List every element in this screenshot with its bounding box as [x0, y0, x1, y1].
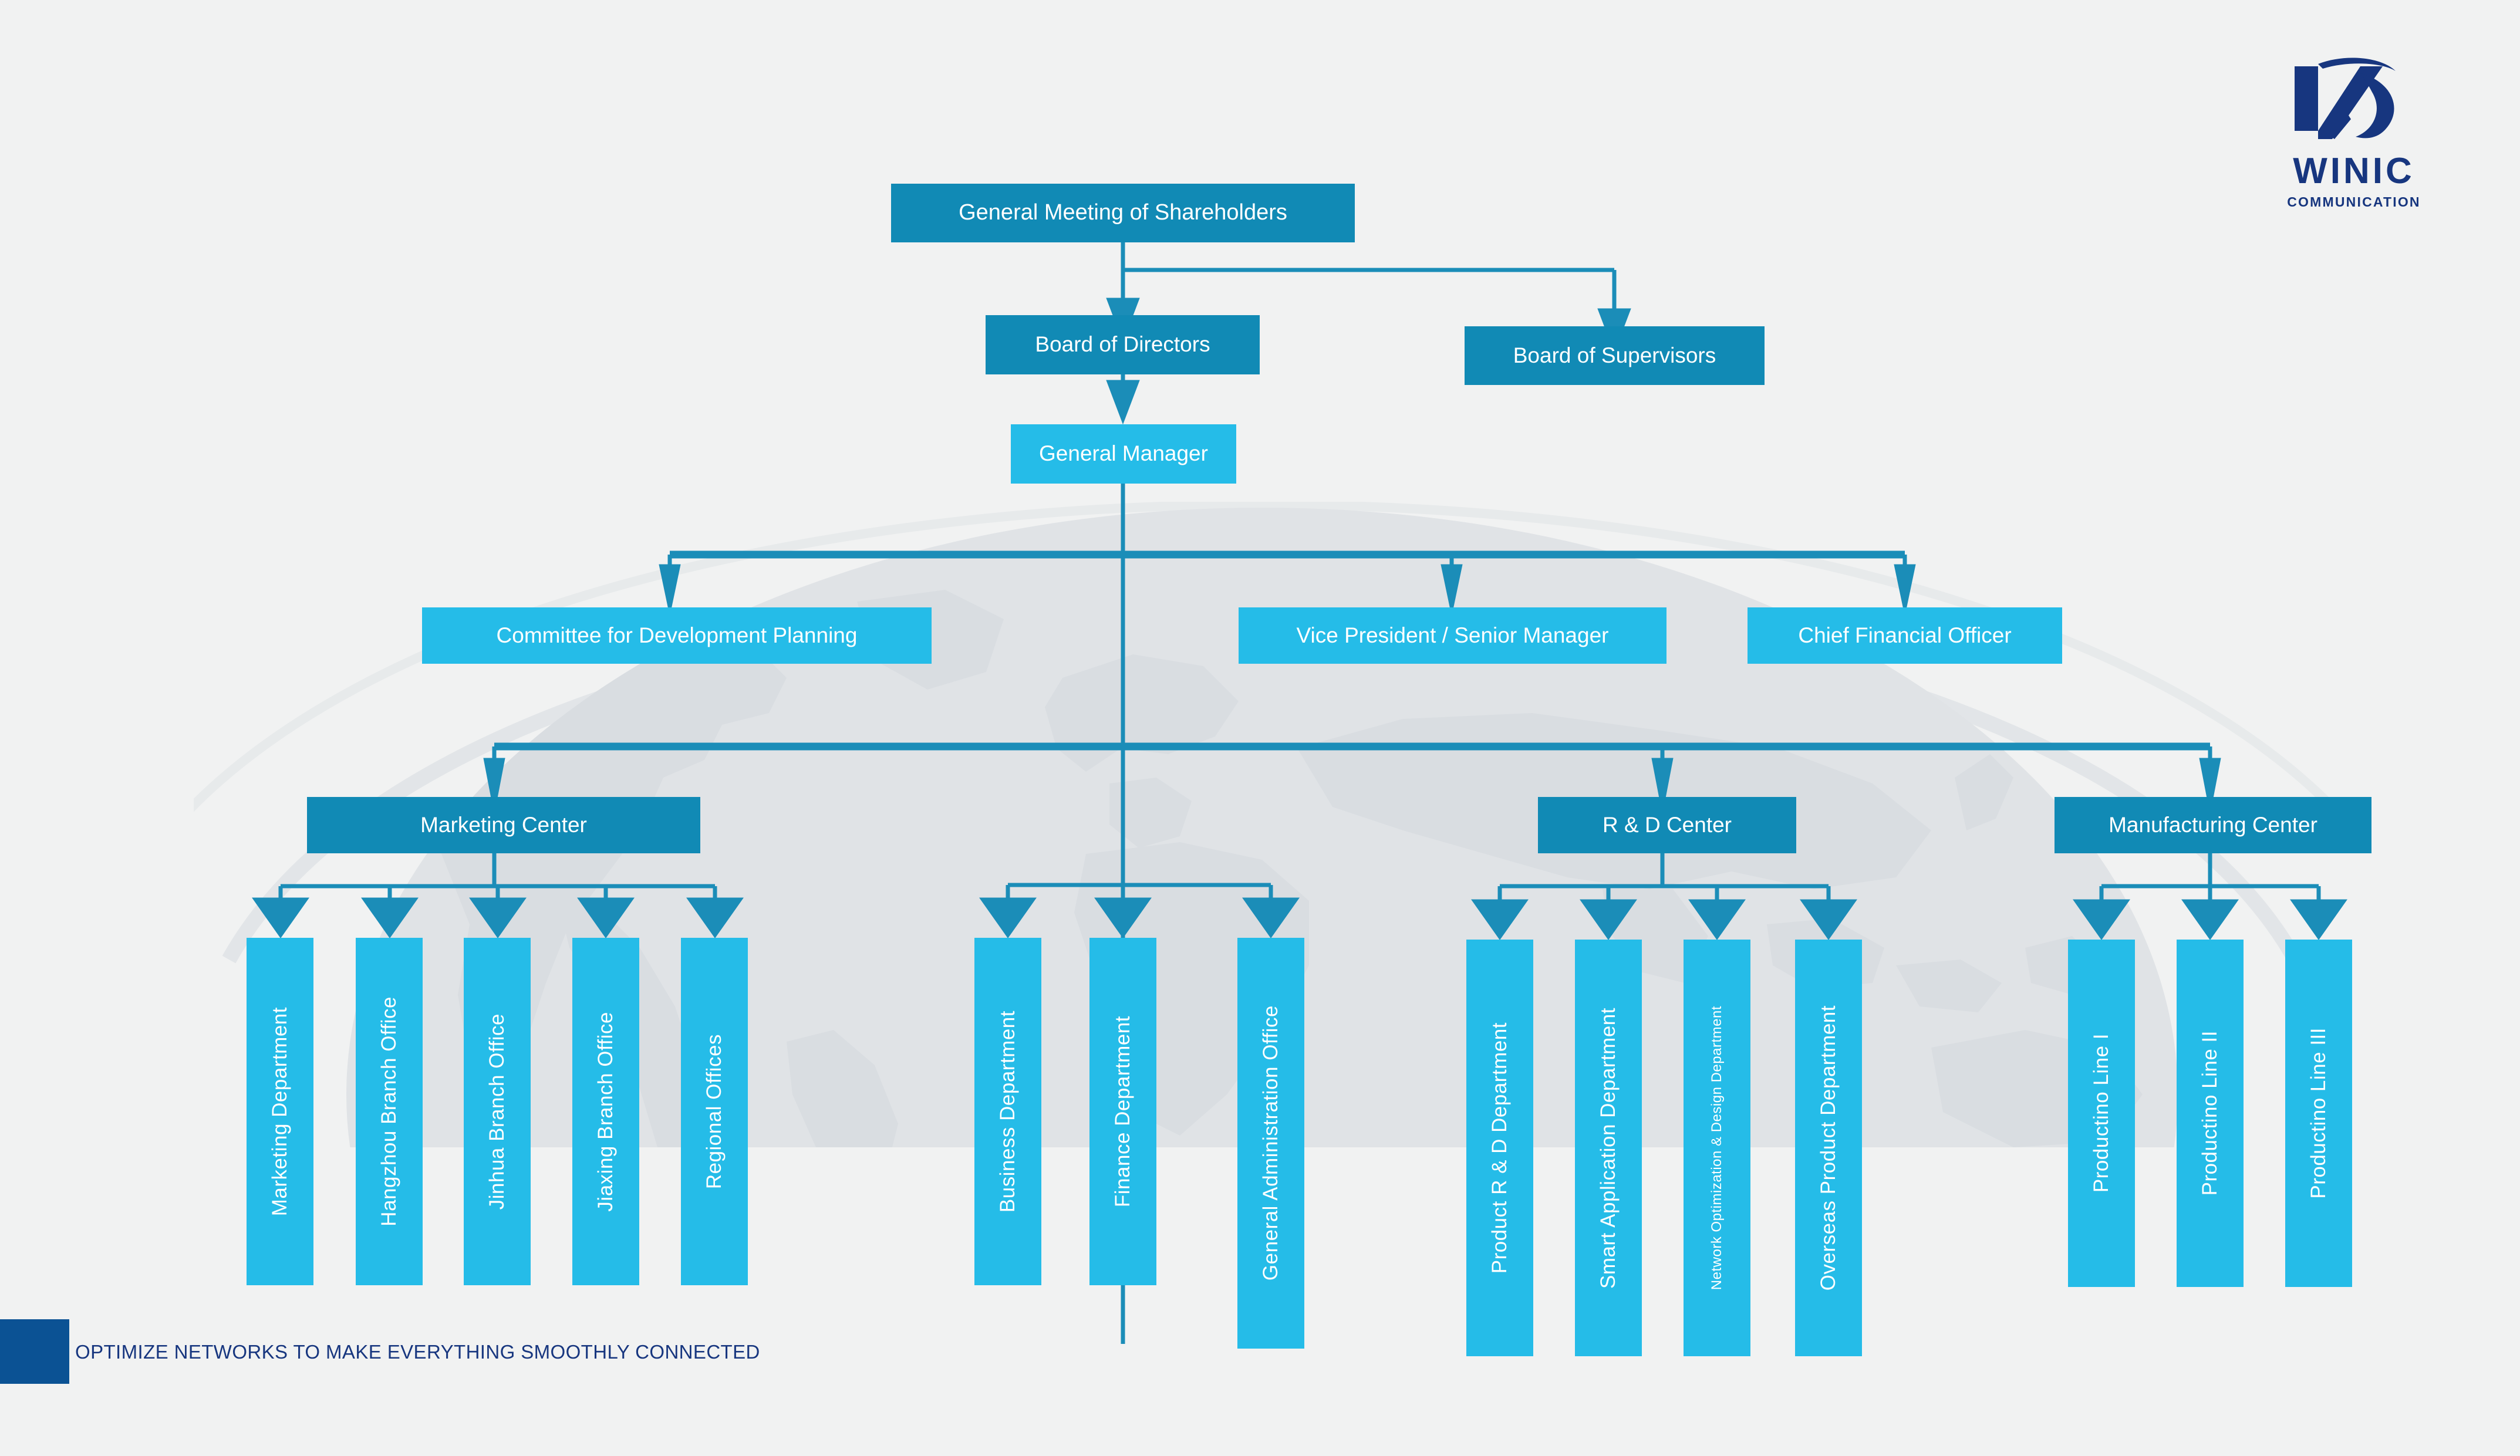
node-regional-offices[interactable]: Regional Offices: [681, 938, 748, 1285]
node-label: Jinhua Branch Office: [485, 1013, 508, 1210]
node-general-administration-office[interactable]: General Administration Office: [1237, 938, 1304, 1349]
node-chief-financial-officer[interactable]: Chief Financial Officer: [1748, 607, 2062, 664]
node-jiaxing-branch-office[interactable]: Jiaxing Branch Office: [572, 938, 639, 1285]
node-board-of-directors[interactable]: Board of Directors: [986, 315, 1260, 374]
logo-brand-text: WINIC: [2293, 151, 2415, 191]
node-network-optimization-design-department[interactable]: Network Optimization & Design Department: [1684, 940, 1750, 1356]
node-label: Productino Line III: [2306, 1028, 2330, 1199]
node-label: Productino Line II: [2198, 1031, 2221, 1196]
node-label: Hangzhou Branch Office: [377, 996, 400, 1227]
node-label: Finance Department: [1111, 1015, 1134, 1208]
node-jinhua-branch-office[interactable]: Jinhua Branch Office: [464, 938, 531, 1285]
node-label: General Manager: [1039, 441, 1208, 466]
node-label: Board of Supervisors: [1513, 343, 1716, 367]
node-marketing-department[interactable]: Marketing Department: [247, 938, 313, 1285]
node-product-rd-department[interactable]: Product R & D Department: [1466, 940, 1533, 1356]
node-committee-for-development-planning[interactable]: Committee for Development Planning: [422, 607, 932, 664]
node-label: Network Optimization & Design Department: [1708, 1005, 1725, 1291]
node-marketing-center[interactable]: Marketing Center: [307, 797, 700, 853]
node-general-manager[interactable]: General Manager: [1011, 424, 1236, 484]
node-label: Regional Offices: [702, 1033, 726, 1190]
node-label: Board of Directors: [1035, 332, 1210, 357]
node-label: Manufacturing Center: [2109, 812, 2317, 837]
node-finance-department[interactable]: Finance Department: [1089, 938, 1156, 1285]
node-business-department[interactable]: Business Department: [974, 938, 1041, 1285]
node-manufacturing-center[interactable]: Manufacturing Center: [2055, 797, 2371, 853]
winic-monogram-icon: [2295, 58, 2396, 139]
node-label: Smart Application Department: [1596, 1007, 1620, 1289]
node-label: General Administration Office: [1259, 1005, 1282, 1281]
node-label: Jiaxing Branch Office: [593, 1011, 617, 1212]
node-productino-line-ii[interactable]: Productino Line II: [2177, 940, 2244, 1287]
node-overseas-product-department[interactable]: Overseas Product Department: [1795, 940, 1862, 1356]
node-label: Chief Financial Officer: [1798, 623, 2012, 647]
node-label: Vice President / Senior Manager: [1296, 623, 1609, 647]
node-general-meeting-of-shareholders[interactable]: General Meeting of Shareholders: [891, 184, 1355, 242]
node-hangzhou-branch-office[interactable]: Hangzhou Branch Office: [356, 938, 423, 1285]
node-label: Business Department: [996, 1010, 1019, 1213]
node-rd-center[interactable]: R & D Center: [1538, 797, 1796, 853]
node-label: Marketing Center: [420, 812, 587, 837]
winic-logo: WINIC COMMUNICATION: [2257, 56, 2451, 210]
node-vice-president-senior-manager[interactable]: Vice President / Senior Manager: [1239, 607, 1666, 664]
node-smart-application-department[interactable]: Smart Application Department: [1575, 940, 1642, 1356]
node-label: General Meeting of Shareholders: [959, 200, 1287, 225]
node-productino-line-i[interactable]: Productino Line I: [2068, 940, 2135, 1287]
node-board-of-supervisors[interactable]: Board of Supervisors: [1465, 326, 1765, 385]
logo-subtitle-text: COMMUNICATION: [2287, 194, 2421, 210]
node-label: Committee for Development Planning: [496, 623, 858, 647]
node-label: Product R & D Department: [1487, 1022, 1511, 1274]
node-label: Marketing Department: [268, 1006, 291, 1217]
node-productino-line-iii[interactable]: Productino Line III: [2285, 940, 2352, 1287]
footer-accent-bar: [0, 1319, 69, 1384]
footer-tagline: OPTIMIZE NETWORKS TO MAKE EVERYTHING SMO…: [75, 1341, 760, 1363]
node-label: R & D Center: [1602, 812, 1732, 837]
node-label: Overseas Product Department: [1816, 1005, 1840, 1291]
node-label: Productino Line I: [2089, 1033, 2113, 1193]
